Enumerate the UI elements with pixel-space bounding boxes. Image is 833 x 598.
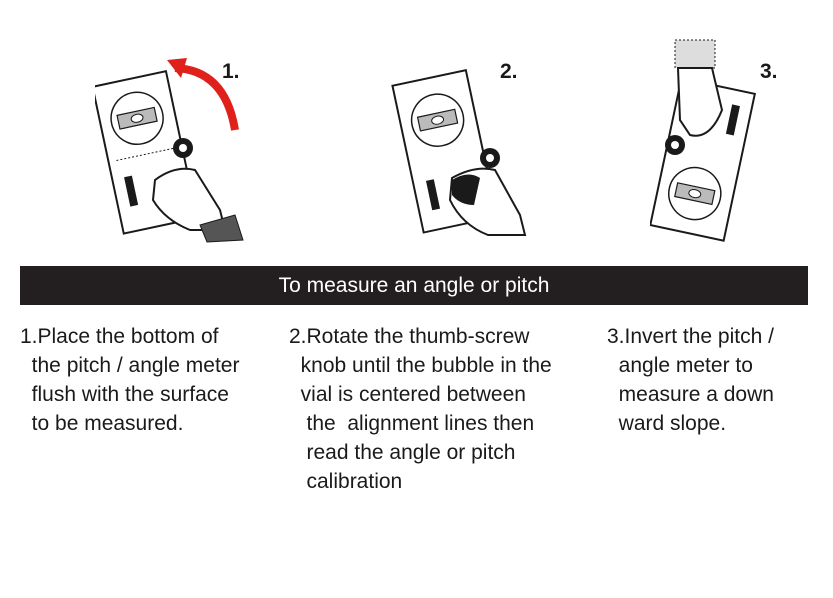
step-2-line: the alignment lines then: [289, 412, 535, 435]
step-2-line: vial is centered between: [289, 383, 526, 406]
step-1-line: 1.Place the bottom of: [20, 325, 219, 348]
step-2-line: read the angle or pitch: [289, 441, 516, 464]
step-1-number: 1.: [222, 60, 240, 83]
step-2-line: 2.Rotate the thumb-screw: [289, 325, 530, 348]
step-1-text: 1.Place the bottom of the pitch / angle …: [20, 322, 239, 438]
step-2-line: calibration: [289, 470, 403, 493]
step-2-illustration: [391, 68, 527, 236]
rotation-arrow-icon: [174, 64, 239, 131]
step-2-number: 2.: [500, 60, 518, 83]
step-3-illustration: [650, 39, 757, 242]
step-3-number: 3.: [760, 60, 778, 83]
step-1-line: flush with the surface: [20, 383, 229, 406]
step-1-line: to be measured.: [20, 412, 184, 435]
step-3-line: ward slope.: [607, 412, 727, 435]
step-3-line: angle meter to: [607, 354, 753, 377]
banner-title: To measure an angle or pitch: [278, 273, 550, 297]
section-banner: To measure an angle or pitch: [20, 266, 808, 305]
step-1-illustration: [95, 58, 244, 243]
step-2-line: knob until the bubble in the: [289, 354, 552, 377]
step-1-line: the pitch / angle meter: [20, 354, 240, 377]
step-3-line: measure a down: [607, 383, 774, 406]
step-3-text: 3.Invert the pitch / angle meter to meas…: [607, 322, 774, 438]
step-2-text: 2.Rotate the thumb-screw knob until the …: [289, 322, 552, 496]
step-3-line: 3.Invert the pitch /: [607, 325, 774, 348]
